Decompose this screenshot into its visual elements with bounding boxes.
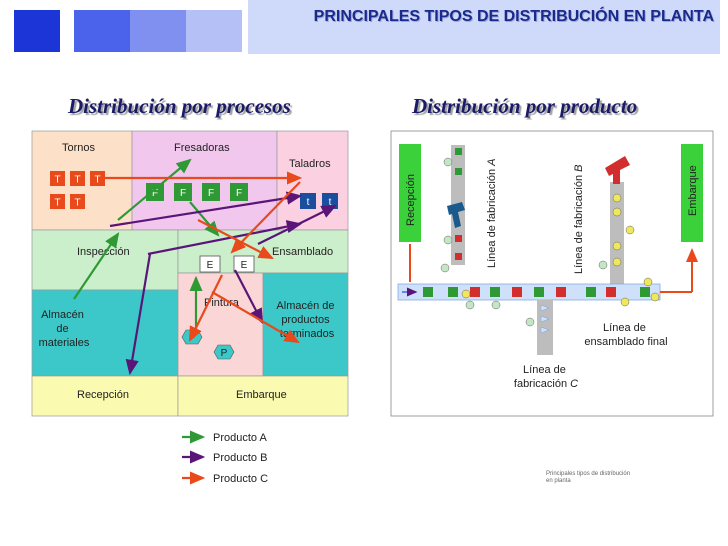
assembly-label: Línea de ensamblado final <box>584 322 667 348</box>
area-label-pintura: Pintura <box>204 297 240 309</box>
machine-taladro: t <box>300 193 316 209</box>
machine-torno: T <box>50 171 65 186</box>
svg-text:F: F <box>180 188 186 199</box>
area-label-tornos: Tornos <box>62 142 96 154</box>
svg-text:F: F <box>236 188 242 199</box>
process-heading: Distribución por procesos <box>68 94 291 118</box>
flow-producto-a <box>189 201 220 237</box>
header-square-2 <box>74 10 130 52</box>
product-recepcion-label: Recepción <box>405 174 417 226</box>
product-layout: Recepción Embarque Línea de fabricación … <box>390 130 714 417</box>
flow-producto-b <box>257 205 337 245</box>
machine-fresadora: F <box>174 183 192 201</box>
flow-producto-c <box>230 181 301 254</box>
area-label-taladros: Taladros <box>289 158 331 170</box>
svg-text:P: P <box>221 348 228 359</box>
footer-line-2: en planta <box>546 478 571 484</box>
svg-text:T: T <box>74 198 80 209</box>
footer-line-1: Principales tipos de distribución <box>546 471 631 477</box>
area-label-ensamblado: Ensamblado <box>272 246 333 258</box>
machine-pintura: P <box>213 344 235 360</box>
header-bar <box>248 0 720 54</box>
product-heading: Distribución por producto <box>412 94 638 118</box>
svg-text:t: t <box>307 197 310 208</box>
area-label-inspeccion: Inspección <box>77 246 130 258</box>
area-label-almacen-productos: Almacén de productos terminados <box>276 300 337 340</box>
flow-producto-b <box>109 191 303 228</box>
machine-torno: T <box>50 194 65 209</box>
svg-text:F: F <box>152 188 158 199</box>
area-label-almacen-materiales: Almacén de materiales <box>39 309 90 349</box>
legend-producto-a: Producto A <box>213 432 267 444</box>
legend-producto-c: Producto C <box>213 473 268 485</box>
line-b-label: Línea de fabricación B <box>573 165 585 274</box>
line-c-label: Línea de fabricación C <box>514 364 578 390</box>
line-a-label: Línea de fabricación A <box>486 159 498 268</box>
svg-text:F: F <box>208 188 214 199</box>
machine-torno: T <box>90 171 105 186</box>
machine-fresadora: F <box>146 183 164 201</box>
flow-producto-b <box>125 253 152 376</box>
svg-text:E: E <box>207 260 214 271</box>
process-layout: Tornos Fresadoras Taladros Inspección En… <box>31 130 349 485</box>
machine-fresadora: F <box>230 183 248 201</box>
svg-text:T: T <box>54 175 60 186</box>
machine-taladro: t <box>322 193 338 209</box>
flow-producto-c <box>211 291 300 344</box>
svg-text:E: E <box>241 260 248 271</box>
area-label-fresadoras: Fresadoras <box>174 142 230 154</box>
header-square-3 <box>130 10 186 52</box>
flow-producto-a <box>117 158 192 221</box>
legend: Producto A Producto B Producto C <box>182 430 268 485</box>
machine-torno: T <box>70 171 85 186</box>
area-label-recepcion: Recepción <box>77 389 129 401</box>
flow-producto-a <box>73 232 120 300</box>
machine-ensamblado: E <box>233 255 255 273</box>
flow-producto-c <box>197 219 274 260</box>
legend-producto-b: Producto B <box>213 452 267 464</box>
flow-producto-b <box>234 269 264 324</box>
svg-text:T: T <box>94 175 100 186</box>
machine-fresadora: F <box>202 183 220 201</box>
slide-title: PRINCIPALES TIPOS DE DISTRIBUCIÓN EN PLA… <box>313 8 714 25</box>
product-embarque-label: Embarque <box>687 165 699 216</box>
svg-text:T: T <box>74 175 80 186</box>
footer-note: Principales tipos de distribución en pla… <box>546 471 646 485</box>
machine-ensamblado: E <box>199 255 221 273</box>
flow-producto-c <box>189 274 223 342</box>
svg-text:T: T <box>54 198 60 209</box>
area-label-embarque: Embarque <box>236 389 287 401</box>
machine-torno: T <box>70 194 85 209</box>
header-square-1 <box>14 10 60 52</box>
header-square-4 <box>186 10 242 52</box>
svg-text:t: t <box>329 197 332 208</box>
flow-producto-b <box>147 220 303 256</box>
